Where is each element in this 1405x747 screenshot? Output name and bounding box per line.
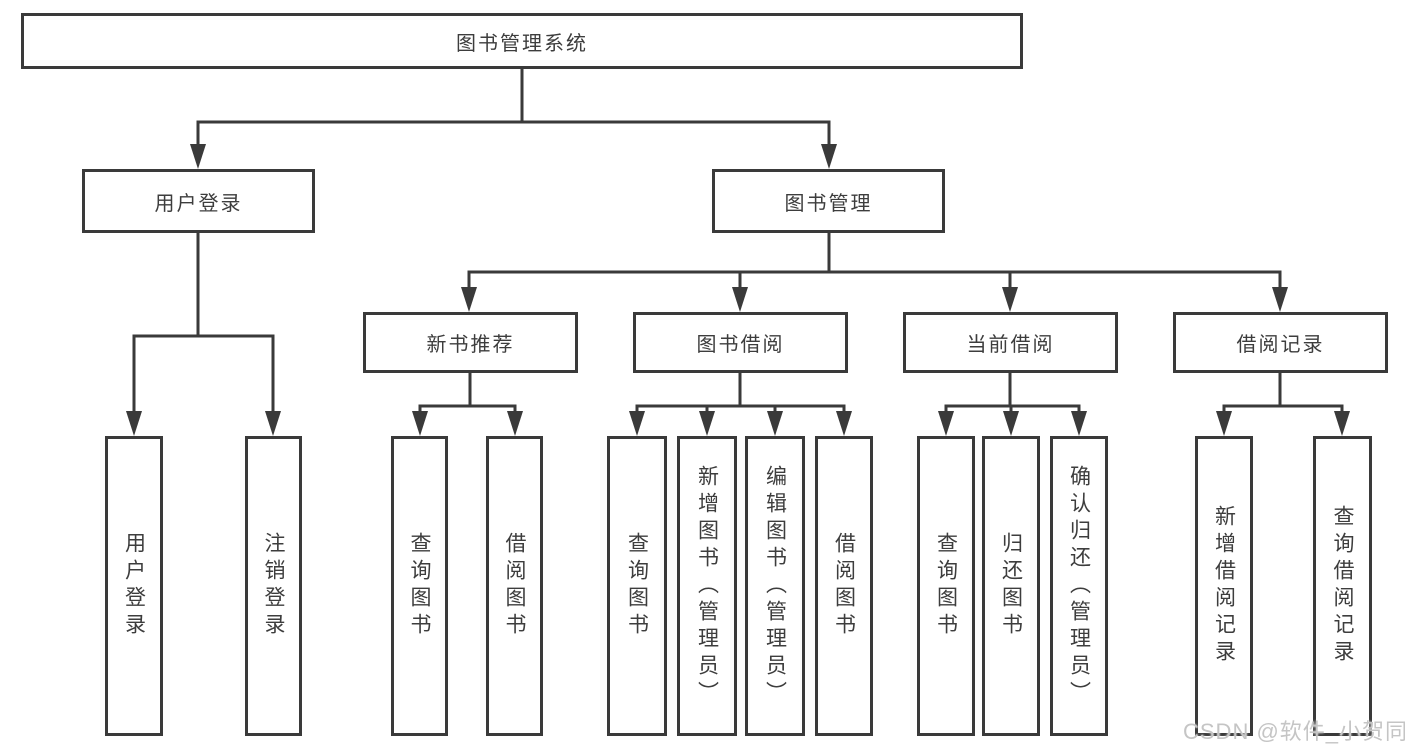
node-label: 编辑图书（管理员） xyxy=(763,464,787,708)
node-label: 查询图书 xyxy=(408,532,431,640)
node-leaf-query-books-1: 查询图书 xyxy=(391,436,448,736)
node-leaf-query-borrow-record: 查询借阅记录 xyxy=(1313,436,1372,736)
node-label: 查询图书 xyxy=(625,532,649,640)
node-leaf-user-login: 用户登录 xyxy=(105,436,163,736)
node-label: 借阅记录 xyxy=(1236,334,1325,356)
node-leaf-return-books: 归还图书 xyxy=(982,436,1040,736)
node-library-management-system: 图书管理系统 xyxy=(21,13,1023,69)
node-current-borrowing: 当前借阅 xyxy=(903,312,1118,373)
node-label: 当前借阅 xyxy=(966,334,1055,356)
node-label: 图书管理系统 xyxy=(456,32,588,55)
node-book-management: 图书管理 xyxy=(712,169,945,233)
node-label: 用户登录 xyxy=(122,532,146,640)
node-borrowing-records: 借阅记录 xyxy=(1173,312,1388,373)
node-leaf-edit-books-admin: 编辑图书（管理员） xyxy=(745,436,805,736)
node-label: 借阅图书 xyxy=(832,532,856,640)
node-label: 查询借阅记录 xyxy=(1331,505,1354,667)
node-leaf-add-books-admin: 新增图书（管理员） xyxy=(677,436,737,736)
node-label: 新书推荐 xyxy=(426,334,515,356)
node-leaf-query-books-3: 查询图书 xyxy=(917,436,975,736)
node-label: 新增图书（管理员） xyxy=(695,464,719,708)
node-new-book-recommendation: 新书推荐 xyxy=(363,312,578,373)
node-label: 归还图书 xyxy=(999,532,1023,640)
watermark: CSDN @软件_小贺同学 xyxy=(1183,719,1405,744)
node-leaf-borrow-books-2: 借阅图书 xyxy=(815,436,873,736)
node-label: 借阅图书 xyxy=(503,532,526,640)
node-label: 查询图书 xyxy=(934,532,958,640)
node-book-borrowing: 图书借阅 xyxy=(633,312,848,373)
arrowheads xyxy=(126,144,1350,436)
node-leaf-confirm-return-admin: 确认归还（管理员） xyxy=(1050,436,1108,736)
node-label: 用户登录 xyxy=(154,192,243,215)
node-user-login: 用户登录 xyxy=(82,169,315,233)
node-leaf-borrow-books-1: 借阅图书 xyxy=(486,436,543,736)
node-label: 图书管理 xyxy=(784,192,873,215)
node-leaf-logout: 注销登录 xyxy=(245,436,302,736)
node-label: 确认归还（管理员） xyxy=(1067,464,1091,708)
node-label: 注销登录 xyxy=(262,532,285,640)
node-label: 新增借阅记录 xyxy=(1212,505,1236,667)
node-leaf-add-borrow-record: 新增借阅记录 xyxy=(1195,436,1253,736)
node-leaf-query-books-2: 查询图书 xyxy=(607,436,667,736)
node-label: 图书借阅 xyxy=(696,334,785,356)
